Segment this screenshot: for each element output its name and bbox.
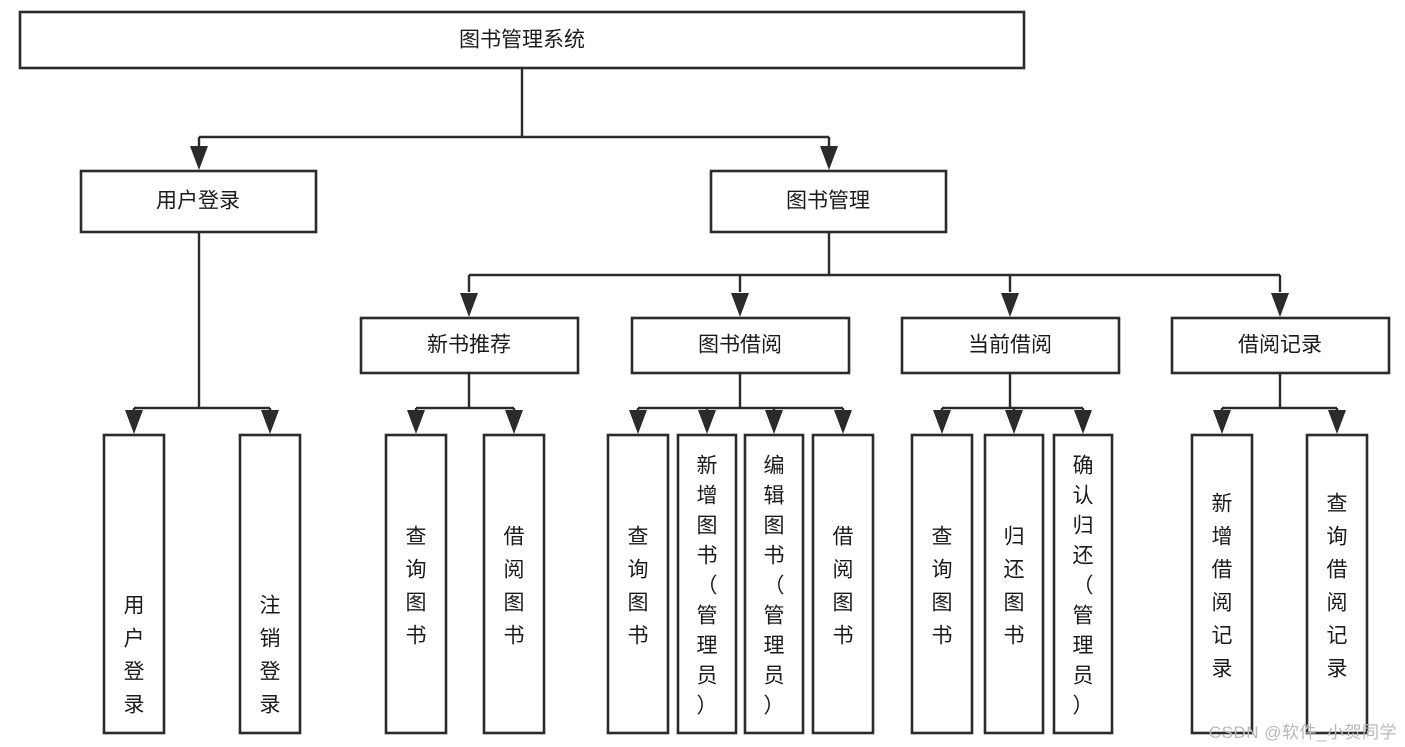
leaf-logout-label: 注销登录 (260, 595, 281, 717)
node-new-book-rec-label: 新书推荐 (427, 334, 511, 357)
leaf-borrow-book-bb-label: 借阅图书 (833, 526, 854, 648)
arrow-to-leaf-query-book-rec (407, 410, 425, 434)
leaf-node-user-login[interactable]: 用户登录 (102, 433, 166, 735)
leaf-query-record-label: 查询借阅记录 (1327, 493, 1348, 681)
leaf-confirm-return-box[interactable] (1052, 433, 1114, 735)
connector-root-to-level2 (197, 68, 831, 160)
node-new-book-rec-box[interactable] (359, 316, 580, 375)
node-new-book-rec[interactable]: 新书推荐 (359, 316, 580, 375)
connector-bookborrow-bus (636, 373, 845, 424)
node-root[interactable]: 图书管理系统 (18, 10, 1026, 70)
leaf-borrow-book-rec-box[interactable] (482, 433, 546, 735)
arrow-to-borrow-record (1271, 293, 1289, 317)
leaf-node-query-book-rec[interactable]: 查询图书 (384, 433, 448, 735)
leaf-return-book-box[interactable] (983, 433, 1045, 735)
node-book-manage-label: 图书管理 (786, 190, 870, 213)
csdn-watermark: CSDN @软件_小贺同学 (1208, 723, 1397, 742)
node-book-borrow[interactable]: 图书借阅 (630, 316, 851, 375)
connector-userlogin-bus (132, 232, 272, 424)
connector-layer (125, 68, 1346, 434)
leaf-node-logout[interactable]: 注销登录 (238, 433, 302, 735)
leaf-query-book-cb-label: 查询图书 (932, 526, 953, 648)
leaf-query-record-box[interactable] (1305, 433, 1369, 735)
leaf-query-book-rec-label: 查询图书 (406, 526, 427, 648)
arrow-to-book-manage (820, 146, 838, 170)
arrow-to-new-book-rec (460, 293, 478, 317)
leaf-edit-book-label: 编辑图书（管理员） (764, 454, 785, 717)
leaf-add-record-box[interactable] (1190, 433, 1254, 735)
node-user-login[interactable]: 用户登录 (79, 169, 318, 234)
arrow-to-user-login (190, 146, 208, 170)
leaf-node-query-record[interactable]: 查询借阅记录 (1305, 433, 1369, 735)
arrow-to-leaf-confirm-return (1074, 410, 1092, 434)
leaf-node-add-record[interactable]: 新增借阅记录 (1190, 433, 1254, 735)
leaf-node-edit-book[interactable]: 编辑图书（管理员） (743, 433, 805, 735)
arrow-to-leaf-borrow-book-bb (834, 410, 852, 434)
leaf-user-login-box[interactable] (102, 433, 166, 735)
leaf-user-login-label: 用户登录 (124, 595, 145, 717)
node-current-borrow-box[interactable] (900, 316, 1121, 375)
arrow-to-leaf-query-book-cb (933, 410, 951, 434)
leaf-query-book-cb-box[interactable] (910, 433, 974, 735)
node-book-borrow-box[interactable] (630, 316, 851, 375)
node-book-manage[interactable]: 图书管理 (709, 169, 948, 234)
leaf-node-query-book-bb[interactable]: 查询图书 (606, 433, 670, 735)
arrow-to-leaf-user-login (125, 410, 143, 434)
node-current-borrow[interactable]: 当前借阅 (900, 316, 1121, 375)
leaf-add-book-box[interactable] (676, 433, 738, 735)
leaf-edit-book-box[interactable] (743, 433, 805, 735)
connector-bookmanage-bus (467, 232, 1282, 292)
leaf-borrow-book-rec-label: 借阅图书 (504, 526, 525, 648)
leaf-query-book-rec-box[interactable] (384, 433, 448, 735)
leaf-node-return-book[interactable]: 归还图书 (983, 433, 1045, 735)
node-book-manage-box[interactable] (709, 169, 948, 234)
arrow-to-book-borrow (731, 293, 749, 317)
leaf-node-add-book[interactable]: 新增图书（管理员） (676, 433, 738, 735)
leaf-node-borrow-book-rec[interactable]: 借阅图书 (482, 433, 546, 735)
node-root-box[interactable] (18, 10, 1026, 70)
arrow-to-leaf-return-book (1005, 410, 1023, 434)
connector-newbookrec-bus (414, 373, 516, 424)
arrow-to-leaf-logout (261, 410, 279, 434)
leaf-logout-box[interactable] (238, 433, 302, 735)
connector-borrowrecord-bus (1220, 373, 1339, 424)
node-borrow-record[interactable]: 借阅记录 (1170, 316, 1391, 375)
leaf-query-book-bb-label: 查询图书 (628, 526, 649, 648)
arrow-to-leaf-borrow-book-rec (505, 410, 523, 434)
node-user-login-label: 用户登录 (156, 190, 240, 213)
leaf-add-record-label: 新增借阅记录 (1212, 493, 1233, 681)
arrow-to-leaf-edit-book (765, 410, 783, 434)
leaf-query-book-bb-box[interactable] (606, 433, 670, 735)
node-borrow-record-label: 借阅记录 (1238, 334, 1322, 357)
arrow-to-leaf-add-book (698, 410, 716, 434)
leaf-node-query-book-cb[interactable]: 查询图书 (910, 433, 974, 735)
leaf-confirm-return-label: 确认归还（管理员） (1073, 454, 1094, 717)
arrow-to-leaf-add-record (1213, 410, 1231, 434)
leaf-add-book-label: 新增图书（管理员） (697, 454, 718, 717)
leaf-node-confirm-return[interactable]: 确认归还（管理员） (1052, 433, 1114, 735)
leaf-borrow-book-bb-box[interactable] (811, 433, 875, 735)
leaf-return-book-label: 归还图书 (1004, 526, 1025, 648)
leaf-node-borrow-book-bb[interactable]: 借阅图书 (811, 433, 875, 735)
node-current-borrow-label: 当前借阅 (968, 334, 1052, 357)
arrow-to-current-borrow (1001, 293, 1019, 317)
arrow-to-leaf-query-book-bb (629, 410, 647, 434)
node-borrow-record-box[interactable] (1170, 316, 1391, 375)
node-root-label: 图书管理系统 (459, 29, 585, 52)
node-book-borrow-label: 图书借阅 (698, 334, 782, 357)
arrow-to-leaf-query-record (1328, 410, 1346, 434)
node-user-login-box[interactable] (79, 169, 318, 234)
